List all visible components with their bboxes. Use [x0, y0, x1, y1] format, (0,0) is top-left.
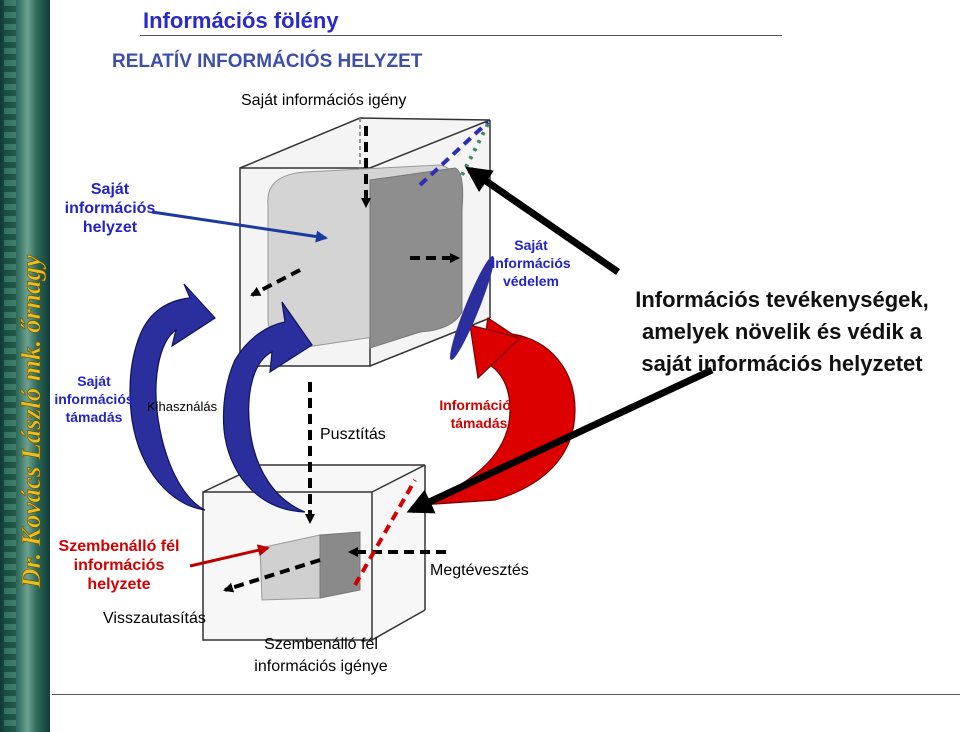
label-info-attack-line-2: támadás	[450, 415, 508, 431]
label-destruction: Pusztítás	[320, 426, 386, 443]
label-own-info-protection-line-2: információs	[491, 255, 571, 271]
dashed-red-diagonal	[353, 479, 417, 586]
label-deception: Megtévesztés	[430, 562, 529, 579]
label-opponent-info-position: Szembenálló fél információs helyzete	[44, 537, 194, 594]
label-opponent-info-need: Szembenálló fél információs igénye	[240, 634, 402, 678]
label-opponent-info-position-line-1: Szembenálló fél	[58, 538, 180, 555]
label-own-info-attack-line-2: információs	[54, 391, 134, 407]
label-own-info-position-line-3: helyzet	[82, 219, 138, 236]
red-arrow-info-attack	[419, 316, 576, 506]
label-own-info-protection-line-1: Saját	[514, 237, 548, 253]
page-title: Információs fölény	[143, 8, 339, 33]
label-opponent-info-position-line-2: információs	[73, 557, 165, 574]
dashed-green-diagonal	[460, 119, 492, 176]
label-own-info-protection: Saját információs védelem	[488, 236, 574, 290]
callout-line-2: amelyek növelik és védik a	[641, 319, 923, 344]
callout-arrow-lower	[406, 366, 714, 514]
pointer-opponent-position	[189, 544, 270, 568]
title-rule	[140, 35, 782, 36]
callout-line-3: saját információs helyzetet	[641, 351, 923, 376]
footer-rule	[52, 694, 960, 695]
label-own-info-position: Saját információs helyzet	[50, 180, 170, 237]
pointer-own-info-position	[151, 210, 328, 243]
page-subtitle: RELATÍV INFORMÁCIÓS HELYZET	[112, 51, 423, 72]
label-own-info-protection-line-3: védelem	[502, 273, 560, 289]
blue-arrow-own-attack	[129, 283, 216, 511]
label-own-info-position-line-1: Saját	[90, 181, 130, 198]
label-exploitation: Kihasználás	[147, 399, 218, 414]
label-own-info-attack-line-3: támadás	[65, 409, 123, 425]
sidebar-pattern	[4, 0, 16, 732]
dashed-blue-diagonal	[418, 120, 490, 187]
dashed-arrow-exploit-diag	[250, 268, 301, 297]
label-opponent-info-need-line-1: Szembenálló fél	[264, 636, 378, 653]
label-own-info-attack-line-1: Saját	[77, 373, 111, 389]
label-own-info-position-line-2: információs	[64, 200, 156, 217]
blue-arrow-exploitation	[222, 301, 313, 513]
dashed-arrow-rejection	[223, 558, 321, 593]
callout-info-activities: Információs tevékenységek, amelyek növel…	[602, 284, 960, 380]
red-arrow-head	[469, 324, 522, 380]
label-rejection: Visszautasítás	[103, 610, 206, 627]
label-info-attack: Információs támadás	[424, 396, 534, 432]
own-protection-ellipse	[450, 256, 494, 360]
sidebar-author-text: Dr. Kovács László mk. őrnagy	[16, 254, 46, 589]
callout-arrow-upper	[465, 166, 620, 275]
label-own-info-attack: Saját információs támadás	[52, 372, 136, 426]
label-opponent-info-need-line-2: információs igénye	[254, 658, 388, 675]
sidebar-author-signature: Dr. Kovács László mk. őrnagy	[16, 254, 47, 590]
label-info-attack-line-1: Információs	[439, 397, 519, 413]
callout-line-1: Információs tevékenységek,	[635, 287, 929, 312]
label-opponent-info-position-line-3: helyzete	[87, 576, 151, 593]
label-own-info-need: Saját információs igény	[241, 92, 407, 109]
